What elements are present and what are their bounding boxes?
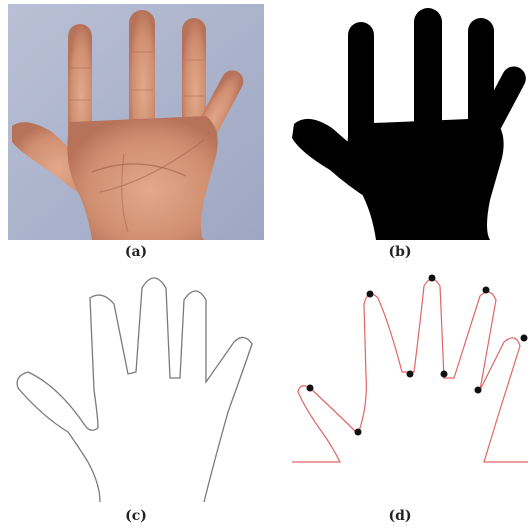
hand-keypoints-image [272, 266, 528, 502]
hand-silhouette-image [272, 4, 528, 240]
hand-silhouette-panel [272, 4, 528, 240]
caption-d: (d) [272, 508, 528, 524]
hand-photo-panel [8, 4, 264, 240]
valley-point-3 [475, 387, 482, 394]
caption-c: (c) [8, 508, 264, 524]
fingertip-point-ring [483, 287, 490, 294]
hand-photo-image [8, 4, 264, 240]
hand-contour-panel [8, 266, 264, 502]
fingertip-point-thumb [307, 385, 314, 392]
caption-a: (a) [8, 244, 264, 260]
valley-point-1 [407, 371, 414, 378]
hand-contour-image [8, 266, 264, 502]
caption-b: (b) [272, 244, 528, 260]
valley-point-4 [355, 429, 362, 436]
hand-keypoints-panel [272, 266, 528, 502]
fingertip-point-index [367, 291, 374, 298]
valley-point-2 [441, 371, 448, 378]
fingertip-point-middle [429, 275, 436, 282]
fingertip-point-little [521, 335, 528, 342]
